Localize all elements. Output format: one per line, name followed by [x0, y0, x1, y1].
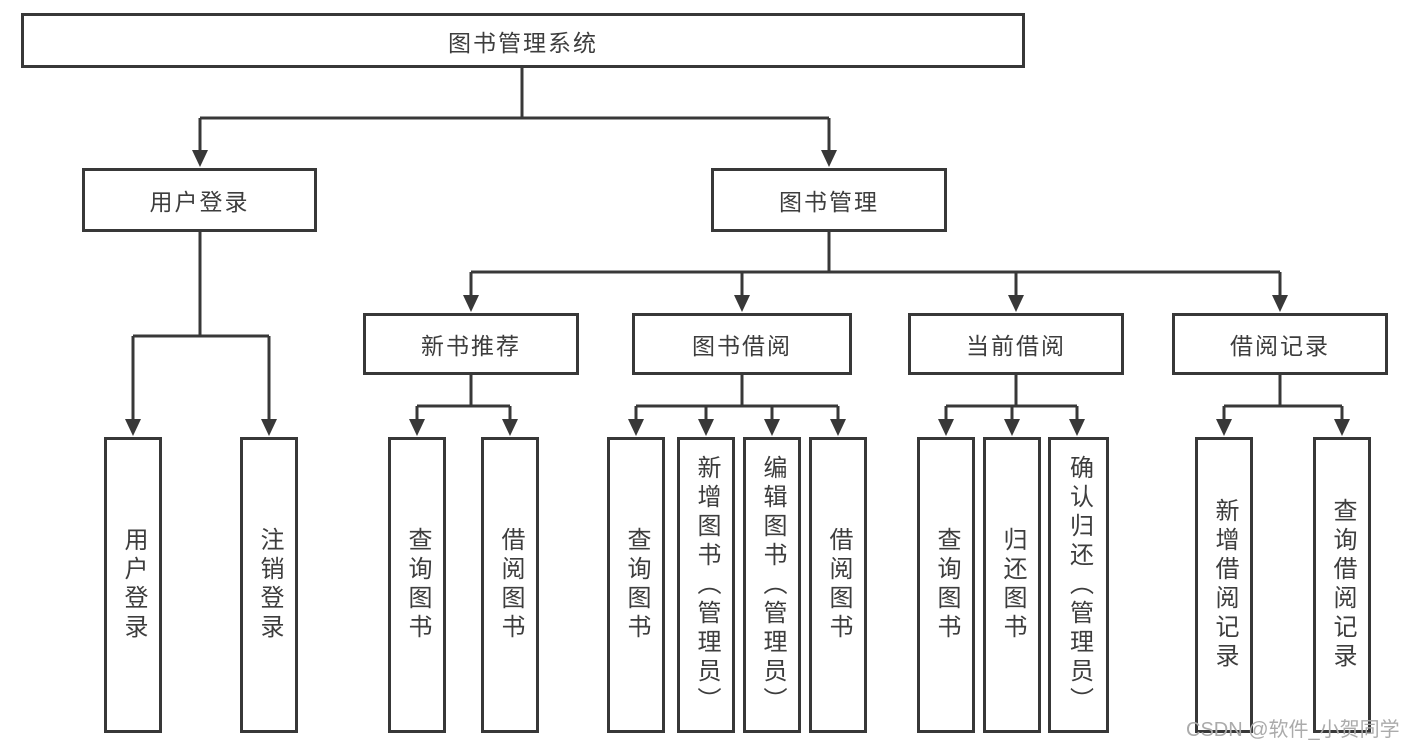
node-label: 借阅图书 [497, 527, 524, 643]
node-query-books-current: 查询图书 [917, 437, 975, 733]
node-user-login: 用户登录 [104, 437, 162, 733]
node-query-borrow-record: 查询借阅记录 [1313, 437, 1371, 733]
node-borrowing-records: 借阅记录 [1172, 313, 1388, 375]
node-logout: 注销登录 [240, 437, 298, 733]
node-label: 查询图书 [623, 527, 650, 643]
arrow-down-icon [830, 419, 846, 436]
arrow-down-icon [1004, 419, 1020, 436]
arrow-down-icon [125, 419, 141, 436]
node-label: 新增图书（管理员） [693, 454, 720, 716]
node-label: 确认归还（管理员） [1065, 454, 1093, 716]
arrow-down-icon [409, 419, 425, 436]
node-new-book-recommendation: 新书推荐 [363, 313, 579, 375]
arrow-down-icon [1216, 419, 1232, 436]
node-add-books-admin: 新增图书（管理员） [677, 437, 735, 733]
arrow-down-icon [463, 295, 479, 312]
node-borrow-books-recommend: 借阅图书 [481, 437, 539, 733]
node-book-management: 图书管理 [711, 168, 947, 232]
node-label: 注销登录 [256, 527, 283, 643]
arrow-down-icon [1272, 295, 1288, 312]
node-borrow-books: 借阅图书 [809, 437, 867, 733]
node-confirm-return-admin: 确认归还（管理员） [1048, 437, 1109, 733]
node-label: 编辑图书（管理员） [759, 454, 786, 716]
arrow-down-icon [1069, 419, 1085, 436]
node-query-books-recommend: 查询图书 [388, 437, 446, 733]
node-label: 查询借阅记录 [1329, 498, 1356, 672]
csdn-watermark: CSDN @软件_小贺同学 [1186, 719, 1400, 741]
node-query-books-borrowing: 查询图书 [607, 437, 665, 733]
node-add-borrow-record: 新增借阅记录 [1195, 437, 1253, 733]
arrow-down-icon [821, 150, 837, 167]
node-user-login-group: 用户登录 [82, 168, 317, 232]
arrow-down-icon [192, 150, 208, 167]
node-label: 查询图书 [933, 527, 960, 643]
arrow-down-icon [734, 295, 750, 312]
node-current-borrowing: 当前借阅 [908, 313, 1124, 375]
arrow-down-icon [1008, 295, 1024, 312]
node-library-management-system: 图书管理系统 [21, 13, 1025, 68]
arrow-down-icon [698, 419, 714, 436]
arrow-down-icon [502, 419, 518, 436]
node-label: 归还图书 [999, 527, 1026, 643]
arrow-down-icon [1334, 419, 1350, 436]
arrow-down-icon [938, 419, 954, 436]
node-label: 新增借阅记录 [1211, 498, 1238, 672]
arrow-down-icon [764, 419, 780, 436]
node-label: 用户登录 [120, 527, 147, 643]
node-return-books: 归还图书 [983, 437, 1041, 733]
node-edit-books-admin: 编辑图书（管理员） [743, 437, 801, 733]
node-book-borrowing: 图书借阅 [632, 313, 852, 375]
arrow-down-icon [628, 419, 644, 436]
node-label: 查询图书 [404, 527, 431, 643]
arrow-down-icon [261, 419, 277, 436]
node-label: 借阅图书 [825, 527, 852, 643]
